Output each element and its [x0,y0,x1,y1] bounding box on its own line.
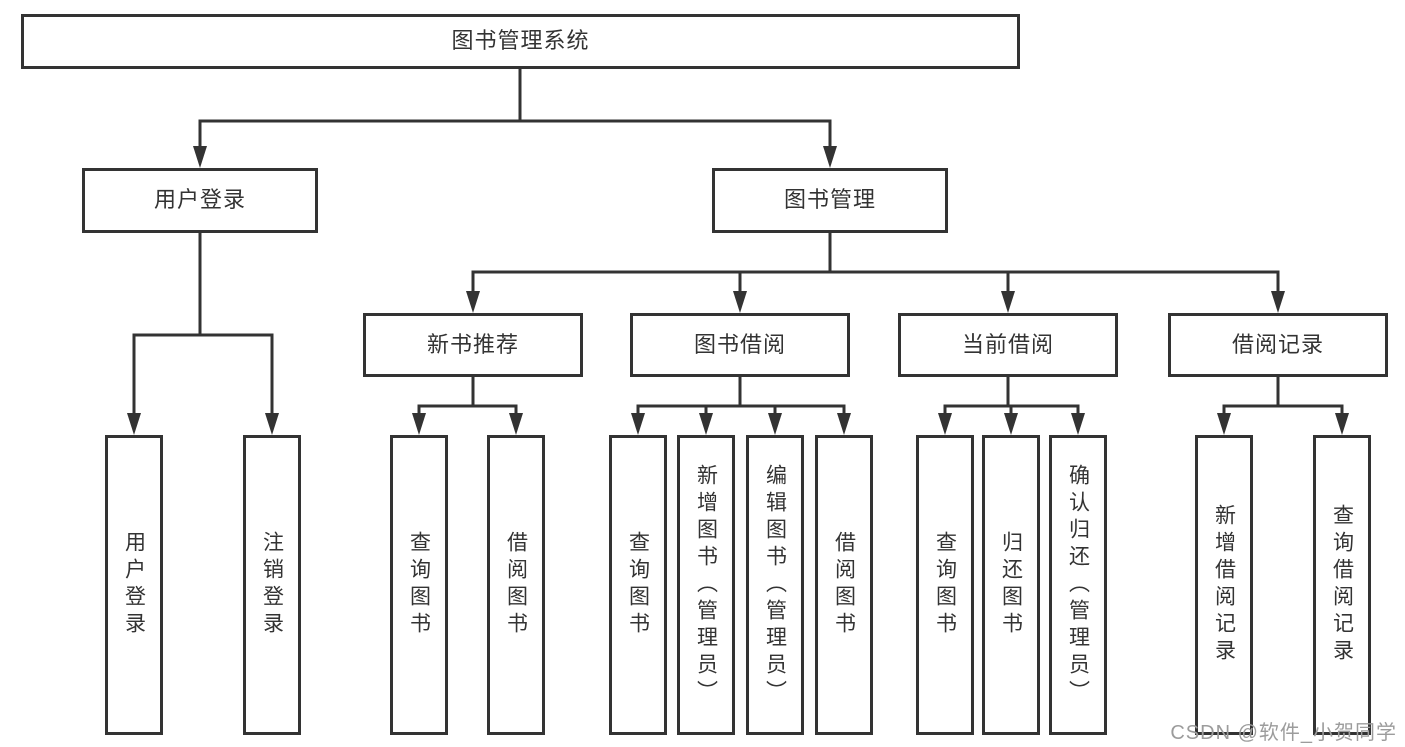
arrowheads [127,146,1349,435]
node-query-borrow-record: 查询借阅记录 [1313,435,1371,735]
node-new-book-recommendation: 新书推荐 [363,313,583,377]
arrow-down-icon [823,146,837,168]
node-library-system: 图书管理系统 [21,14,1020,69]
arrow-down-icon [768,413,782,435]
arrow-down-icon [631,413,645,435]
node-borrow-books: 借阅图书 [815,435,873,735]
arrow-down-icon [733,291,747,313]
arrow-down-icon [1271,291,1285,313]
node-edit-book-admin: 编辑图书（管理员） [746,435,804,735]
connector-path [132,69,1344,417]
node-return-books: 归还图书 [982,435,1040,735]
node-borrowing-records: 借阅记录 [1168,313,1388,377]
arrow-down-icon [509,413,523,435]
arrow-down-icon [127,413,141,435]
node-add-borrow-record: 新增借阅记录 [1195,435,1253,735]
node-query-books: 查询图书 [390,435,448,735]
node-query-books: 查询图书 [916,435,974,735]
arrow-down-icon [699,413,713,435]
arrow-down-icon [466,291,480,313]
arrow-down-icon [1335,413,1349,435]
node-logout: 注销登录 [243,435,301,735]
node-current-borrowing: 当前借阅 [898,313,1118,377]
node-confirm-return-admin: 确认归还（管理员） [1049,435,1107,735]
arrow-down-icon [1217,413,1231,435]
arrow-down-icon [412,413,426,435]
csdn-watermark: CSDN @软件_小贺同学 [1170,722,1397,744]
arrow-down-icon [938,413,952,435]
node-borrow-books: 借阅图书 [487,435,545,735]
arrow-down-icon [1004,413,1018,435]
arrow-down-icon [193,146,207,168]
arrow-down-icon [1071,413,1085,435]
node-query-books: 查询图书 [609,435,667,735]
node-book-management: 图书管理 [712,168,948,233]
arrow-down-icon [265,413,279,435]
node-user-login-leaf: 用户登录 [105,435,163,735]
arrow-down-icon [837,413,851,435]
node-book-borrowing: 图书借阅 [630,313,850,377]
node-add-book-admin: 新增图书（管理员） [677,435,735,735]
arrow-down-icon [1001,291,1015,313]
node-user-login: 用户登录 [82,168,318,233]
